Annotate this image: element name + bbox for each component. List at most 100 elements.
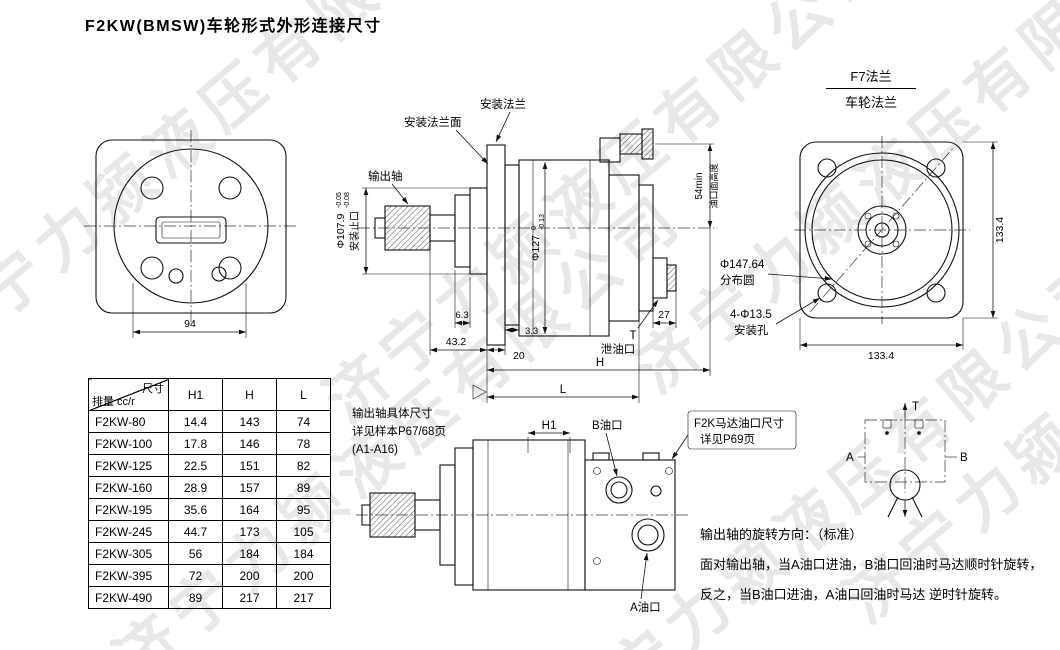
cell-l: 82 bbox=[276, 454, 331, 477]
schematic-t-label: T bbox=[912, 401, 919, 413]
cell-model: F2KW-395 bbox=[88, 564, 169, 587]
dim-h1-text: H1 bbox=[542, 420, 557, 432]
cell-h: 143 bbox=[222, 410, 277, 433]
cell-model: F2KW-100 bbox=[88, 432, 169, 455]
cell-model: F2KW-160 bbox=[88, 476, 169, 499]
port-b-label: B油口 bbox=[592, 418, 623, 477]
bottom-body-outline bbox=[472, 439, 586, 591]
flange-face-label: 安装法兰面 bbox=[404, 115, 462, 129]
table-corner-cell: 尺寸 排量 cc/r bbox=[88, 378, 169, 411]
table-row: F2KW-305 56 184 184 bbox=[88, 542, 331, 565]
table-row: F2KW-125 22.5 151 82 bbox=[88, 454, 331, 477]
port-note-line2: 详见P69页 bbox=[700, 432, 755, 446]
dim-h: H bbox=[487, 228, 711, 376]
flange-label: 安装法兰 bbox=[480, 97, 526, 111]
schematic-b-label: B bbox=[960, 452, 968, 464]
front-bolt-holes bbox=[140, 176, 242, 280]
pilot-dia-text: Φ107.9 bbox=[335, 214, 347, 249]
table-row: F2KW-80 14.4 143 74 bbox=[88, 410, 331, 433]
cell-h1: 22.5 bbox=[168, 454, 223, 477]
shaft-note-line2: 详见样本P67/68页 bbox=[352, 424, 446, 438]
port-height-name-text: 油口面高度 bbox=[708, 163, 719, 208]
wheel-flange-outline bbox=[799, 141, 964, 319]
port-height-dimension: 54min 油口面高度 bbox=[655, 143, 719, 228]
table-row: F2KW-100 17.8 146 78 bbox=[88, 432, 331, 455]
cell-model: F2KW-305 bbox=[88, 542, 169, 565]
mount-holes-dia-text: 4-Φ13.5 bbox=[730, 309, 772, 321]
flange-ratio-note: F7法兰 车轮法兰 bbox=[826, 66, 916, 111]
cell-model: F2KW-125 bbox=[88, 454, 169, 477]
cell-h1: 17.8 bbox=[168, 432, 223, 455]
rotation-schematic: T A B bbox=[846, 401, 968, 518]
col-header-h1: H1 bbox=[168, 378, 223, 411]
output-shaft-label: 输出轴 bbox=[368, 169, 403, 183]
cell-l: 89 bbox=[276, 476, 331, 499]
cell-h: 173 bbox=[222, 520, 277, 543]
datum-triangle-marker bbox=[472, 384, 487, 400]
cell-h: 200 bbox=[222, 564, 277, 587]
dim-3-3-text: 3.3 bbox=[525, 326, 538, 337]
dim-3-3: 3.3 bbox=[505, 325, 538, 337]
port-b-text: B油口 bbox=[592, 418, 623, 432]
wheel-width-dimension: 133.4 bbox=[799, 318, 964, 362]
drain-name-text: 泄油口 bbox=[601, 342, 636, 356]
front-width-dimension: 94 bbox=[132, 283, 247, 338]
cell-l: 74 bbox=[276, 410, 331, 433]
wheel-height-dimension: 133.4 bbox=[963, 141, 1006, 319]
dim-20-text: 20 bbox=[513, 350, 525, 362]
elbow-fitting-outline bbox=[599, 128, 654, 163]
cell-h1: 44.7 bbox=[168, 520, 223, 543]
wheel-bolt-holes bbox=[817, 158, 946, 303]
port-a-label: A油口 bbox=[630, 552, 661, 614]
cell-model: F2KW-245 bbox=[88, 520, 169, 543]
table-header-row: 尺寸 排量 cc/r H1 H L bbox=[88, 378, 331, 411]
drain-port-label: T 泄油口 bbox=[601, 299, 659, 356]
col-header-h: H bbox=[222, 378, 277, 411]
rotation-note-line3: 反之，当B油口进油，A油口回油时马达 逆时针旋转。 bbox=[700, 587, 1007, 602]
cell-l: 184 bbox=[276, 542, 331, 565]
col-header-l: L bbox=[276, 378, 331, 411]
dim-h1: H1 bbox=[527, 420, 571, 453]
port-note-line1: F2K马达油口尺寸 bbox=[694, 416, 784, 430]
cell-model: F2KW-80 bbox=[88, 410, 169, 433]
dim-43-2: 43.2 bbox=[429, 250, 488, 403]
dim-h-text: H bbox=[596, 357, 604, 369]
front-flange-outline bbox=[95, 139, 287, 314]
wheel-height-text: 133.4 bbox=[994, 217, 1006, 243]
table-row: F2KW-245 44.7 173 105 bbox=[88, 520, 331, 543]
bolt-circle-name-text: 分布圆 bbox=[720, 274, 755, 287]
cell-model: F2KW-490 bbox=[88, 586, 169, 609]
port-a-text: A油口 bbox=[630, 600, 661, 614]
body-dia-dimension: Φ127 0 -0.13 bbox=[530, 162, 548, 334]
body-tol-lower: -0.13 bbox=[539, 214, 546, 230]
drain-t-text: T bbox=[629, 330, 636, 342]
schematic-a-label: A bbox=[846, 452, 854, 464]
table-row: F2KW-395 72 200 200 bbox=[88, 564, 331, 587]
dim-20: 20 bbox=[487, 345, 525, 362]
shaft-note: 输出轴具体尺寸 详见样本P67/68页 (A1-A16) bbox=[352, 406, 446, 456]
cell-h1: 14.4 bbox=[168, 410, 223, 433]
rotation-note-line2: 面对输出轴，当A油口进油，B油口回油时马达顺时针旋转， bbox=[700, 557, 1043, 572]
page-title: F2KW(BMSW)车轮形式外形连接尺寸 bbox=[85, 18, 382, 35]
flange-face-leader bbox=[455, 129, 489, 165]
cell-h1: 89 bbox=[168, 586, 223, 609]
dim-27: 27 bbox=[652, 291, 677, 328]
cell-h: 217 bbox=[222, 586, 277, 609]
dim-43-2-text: 43.2 bbox=[446, 336, 467, 348]
cell-h: 157 bbox=[222, 476, 277, 499]
cell-h1: 35.6 bbox=[168, 498, 223, 521]
port-height-text: 54min bbox=[694, 172, 705, 199]
table-row: F2KW-490 89 217 217 bbox=[88, 586, 331, 609]
cell-h: 151 bbox=[222, 454, 277, 477]
body-dia-text: Φ127 bbox=[530, 235, 542, 261]
pilot-dia-dimension: Φ107.9 -0.05 -0.08 安装止口 bbox=[335, 187, 470, 275]
dim-l-text: L bbox=[560, 384, 567, 396]
wheel-width-text: 133.4 bbox=[868, 350, 894, 362]
bottom-view-drawing: 输出轴具体尺寸 详见样本P67/68页 (A1-A16) bbox=[352, 406, 797, 614]
cell-model: F2KW-195 bbox=[88, 498, 169, 521]
dim-27-text: 27 bbox=[658, 309, 670, 321]
pilot-tol-lower: -0.08 bbox=[344, 192, 351, 208]
cell-l: 200 bbox=[276, 564, 331, 587]
corner-label-displacement: 排量 cc/r bbox=[92, 396, 135, 408]
